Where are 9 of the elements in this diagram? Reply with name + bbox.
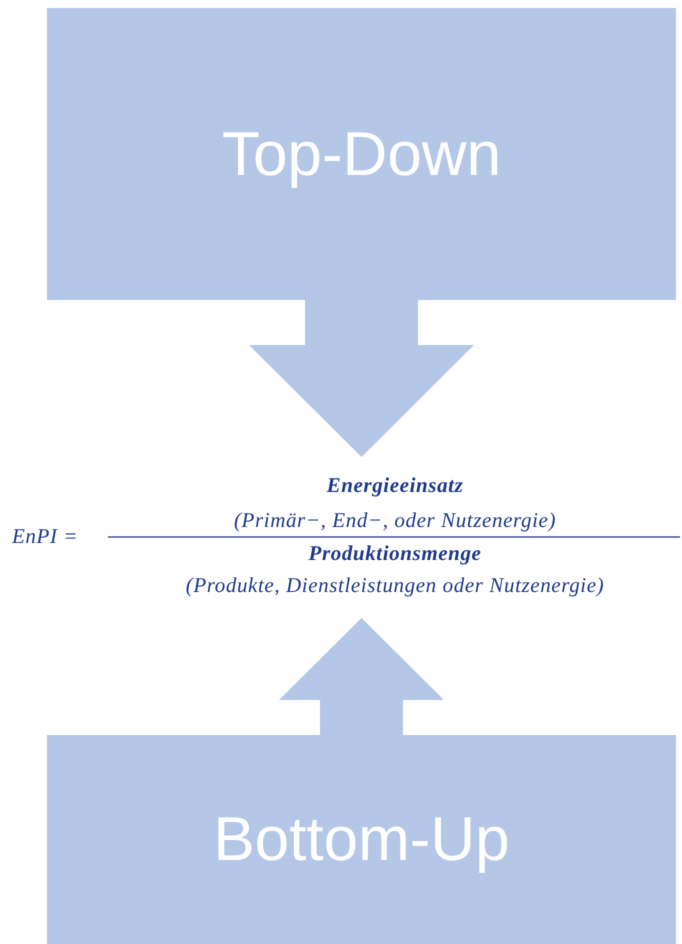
approach-box: Bottom-Up xyxy=(47,735,676,944)
block-arrow xyxy=(279,618,444,735)
formula-lhs: EnPI = xyxy=(12,524,78,548)
formula-term: Produktionsmenge xyxy=(308,541,482,565)
formula-note: (Produkte, Dienstleistungen oder Nutzenergie) xyxy=(186,573,604,597)
block-arrow xyxy=(249,300,474,457)
formula-note: (Primär−, End−, oder Nutzenergie) xyxy=(234,508,556,532)
formula-term: Energieeinsatz xyxy=(326,473,464,497)
approach-box: Top-Down xyxy=(47,8,676,300)
